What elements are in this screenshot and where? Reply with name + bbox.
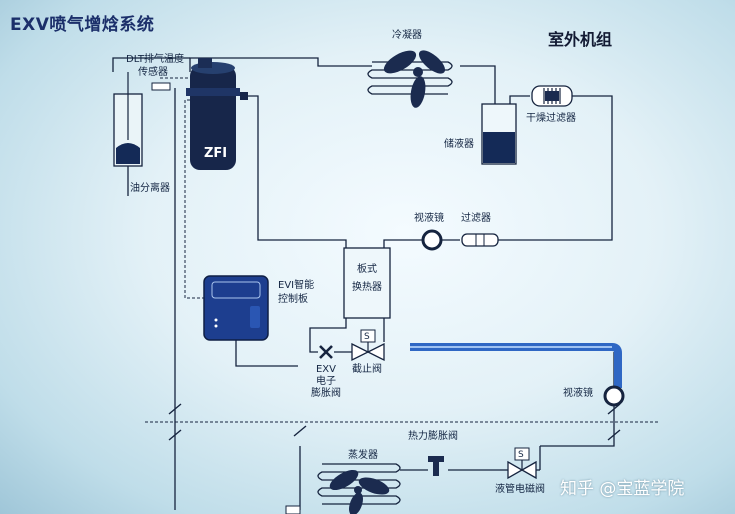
- sight-glass-right: [603, 385, 625, 407]
- compressor-label: ZFI: [204, 146, 228, 161]
- signal-line-dlt: [184, 99, 206, 299]
- solenoid-valve-label: 液管电磁阀: [495, 484, 545, 495]
- sight-glass-top: [421, 229, 443, 251]
- dlt-sensor-label-1: DLT排气温度: [126, 54, 185, 65]
- evaporator-label: 蒸发器: [348, 450, 378, 461]
- thermal-exp-valve-label: 热力膨胀阀: [408, 431, 458, 442]
- evi-control-board: [203, 275, 269, 341]
- oil-separator-vessel: [113, 72, 143, 167]
- pipe-liquid-right: [498, 95, 613, 241]
- evi-board-label-1: EVI智能: [278, 280, 315, 291]
- dlt-sensor: [151, 82, 171, 91]
- condenser-label: 冷凝器: [392, 30, 422, 41]
- sight-glass-right-label: 视液镜: [563, 388, 593, 399]
- pipe-cond-receiver: [460, 65, 496, 104]
- stop-valve-s-label: S: [364, 332, 370, 342]
- pipe-to-hx: [383, 239, 422, 248]
- solenoid-s-label: S: [518, 450, 524, 460]
- receiver-label: 储液器: [444, 139, 474, 150]
- filter-label: 过滤器: [461, 213, 491, 224]
- solenoid-valve: [507, 447, 537, 480]
- plate-hx-label-2: 换热器: [352, 282, 382, 293]
- condenser-coil: [367, 50, 453, 108]
- pipe-oil-top: [112, 57, 190, 72]
- pipe-hx-exv: [309, 318, 347, 353]
- liquid-line-blue: [410, 343, 622, 388]
- filter-component: [461, 233, 499, 247]
- evi-board-label-2: 控制板: [278, 294, 308, 305]
- filter-drier: [531, 85, 573, 107]
- plate-hx-label-1: 板式: [357, 264, 377, 275]
- plate-heat-exchanger: [343, 247, 391, 319]
- diagram-title: EXV喷气增焓系统: [10, 15, 155, 35]
- liquid-receiver: [481, 103, 517, 165]
- oil-separator-label: 油分离器: [130, 183, 170, 194]
- compressor: [186, 58, 248, 170]
- pipe-right-lower: [540, 406, 615, 447]
- exv-label-2: 电子: [316, 376, 336, 387]
- evaporator-coil: [317, 463, 401, 514]
- pipe-discharge: [189, 57, 372, 72]
- exv-label-3: 膨胀阀: [311, 388, 341, 399]
- exv-label-1: EXV: [315, 364, 336, 375]
- pipe-receiver-drier: [509, 95, 530, 104]
- stop-valve-label: 截止阀: [352, 364, 382, 375]
- watermark: 知乎 @宝蓝学院: [560, 479, 685, 499]
- thermal-expansion-valve: [428, 456, 444, 476]
- outdoor-unit-label: 室外机组: [548, 30, 613, 49]
- pipe-injection: [240, 95, 347, 248]
- stop-valve: [351, 329, 385, 362]
- sight-glass-top-label: 视液镜: [414, 213, 444, 224]
- exv-symbol: [319, 345, 333, 359]
- dlt-sensor-label-2: 传感器: [138, 67, 168, 78]
- filter-drier-label: 干燥过滤器: [526, 113, 576, 124]
- wire-evi-exv: [235, 340, 298, 367]
